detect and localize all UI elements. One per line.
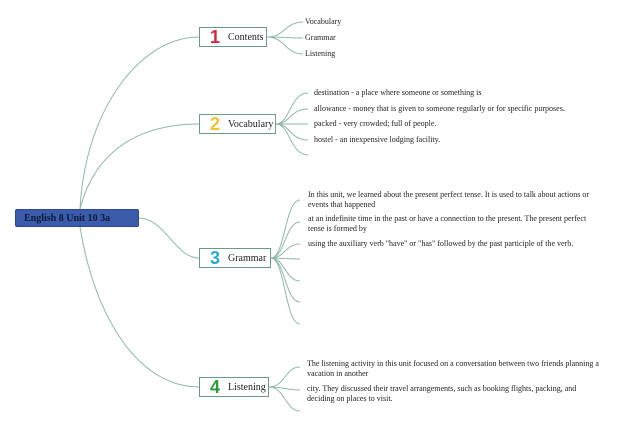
leaf-contents-listening[interactable]: Listening xyxy=(305,49,336,58)
topic-vocabulary[interactable]: 2 Vocabulary xyxy=(199,114,276,134)
number-1-icon: 1 xyxy=(209,27,220,47)
link-root-contents xyxy=(79,36,200,210)
topic-label: Contents xyxy=(228,31,264,43)
link-root-grammar xyxy=(138,217,200,259)
vocab-packed[interactable]: packed - very crowded; full of people. xyxy=(314,119,437,128)
link-root-listening xyxy=(79,226,200,388)
grammar-paragraph-1[interactable]: In this unit, we learned about the prese… xyxy=(308,190,590,209)
topic-contents[interactable]: 1 Contents xyxy=(199,27,267,47)
link-root-vocabulary xyxy=(79,123,200,210)
grammar-paragraph-3[interactable]: using the auxiliary verb "have" or "has"… xyxy=(308,239,574,248)
number-2-icon: 2 xyxy=(209,114,220,134)
vocab-allowance[interactable]: allowance - money that is given to someo… xyxy=(314,104,565,113)
topic-label: Grammar xyxy=(228,252,267,264)
root-node[interactable]: English 8 Unit 10 3a xyxy=(15,209,139,227)
grammar-paragraph-2[interactable]: at an indefinite time in the past or hav… xyxy=(308,214,587,233)
number-4-icon: 4 xyxy=(209,377,220,397)
leaf-contents-vocabulary[interactable]: Vocabulary xyxy=(305,17,342,26)
topic-grammar[interactable]: 3 Grammar xyxy=(199,248,271,268)
root-label: English 8 Unit 10 3a xyxy=(24,213,111,224)
topic-label: Listening xyxy=(228,381,266,393)
topic-listening[interactable]: 4 Listening xyxy=(199,377,269,397)
topic-label: Vocabulary xyxy=(228,118,274,130)
listening-paragraph-1[interactable]: The listening activity in this unit focu… xyxy=(307,359,599,378)
vocab-hostel[interactable]: hostel - an inexpensive lodging facility… xyxy=(314,135,441,144)
vocab-destination[interactable]: destination - a place where someone or s… xyxy=(314,88,482,97)
listening-paragraph-2[interactable]: city. They discussed their travel arrang… xyxy=(307,384,577,403)
leaf-contents-grammar[interactable]: Grammar xyxy=(305,33,336,42)
number-3-icon: 3 xyxy=(209,248,220,268)
